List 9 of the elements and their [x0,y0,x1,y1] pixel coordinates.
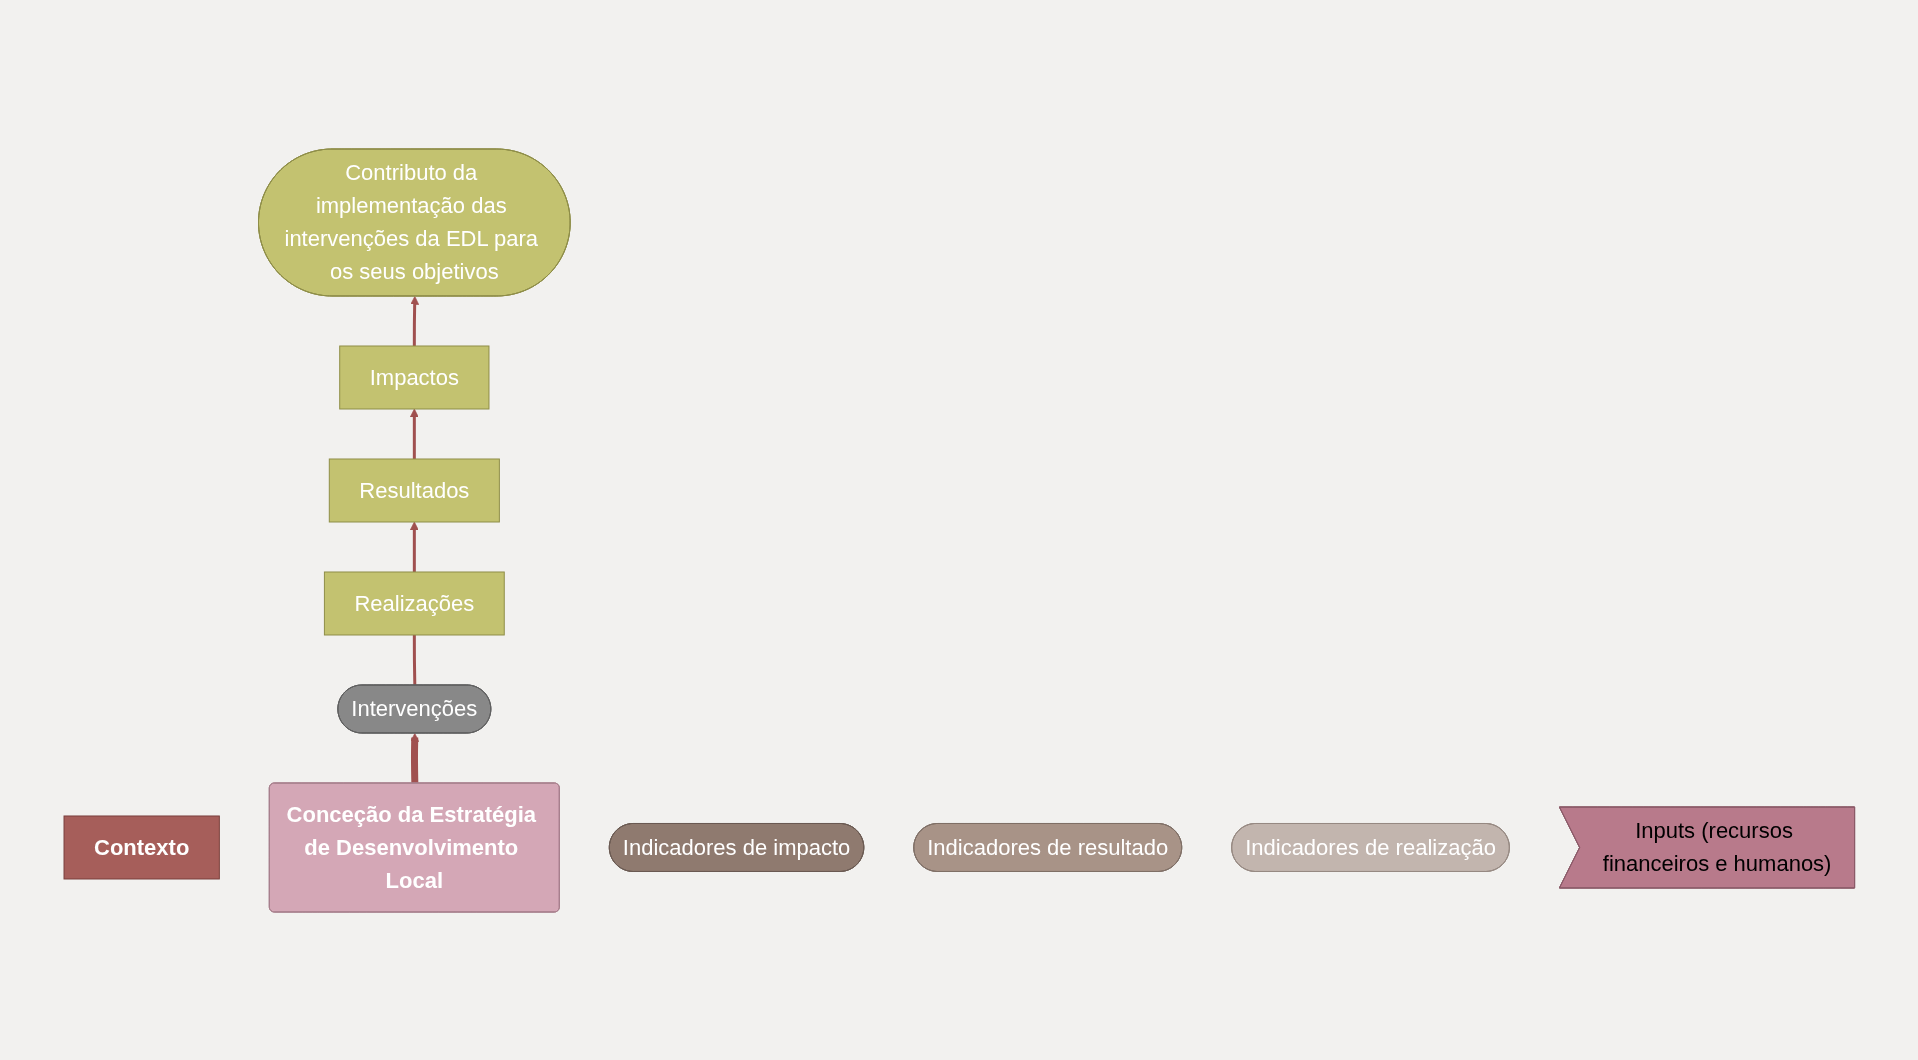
arrow [409,408,419,459]
arrow [409,295,419,346]
arrow [409,521,419,572]
node-box: Realizações [323,571,505,635]
node-box: Contexto [63,815,220,879]
connector [412,634,416,685]
arrow [409,732,419,784]
node-box: Impactos [338,345,490,409]
node-box: Resultados [328,458,500,522]
